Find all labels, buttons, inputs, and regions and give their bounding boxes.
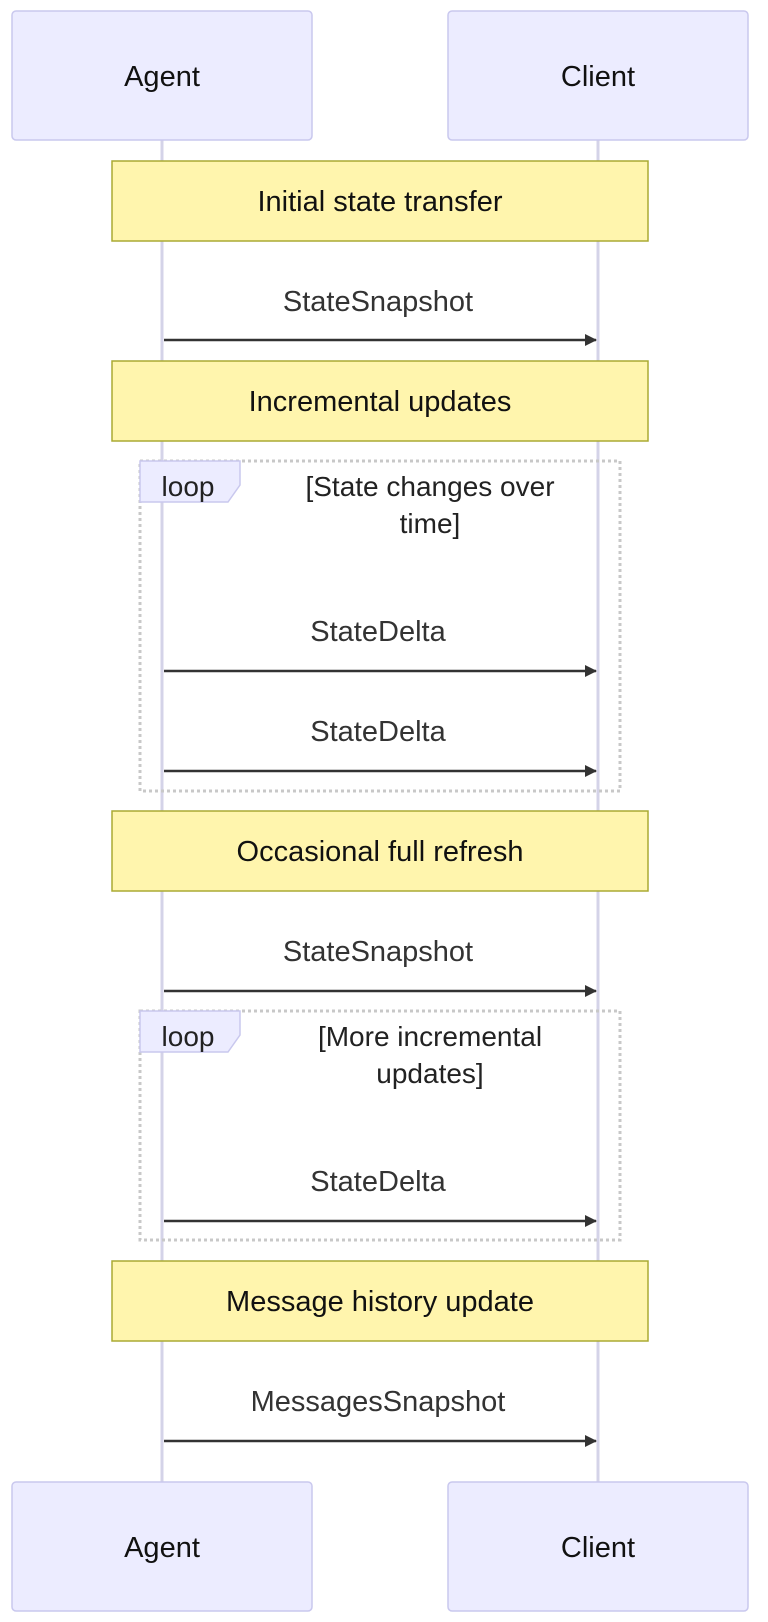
loop-state-changes-frame bbox=[138, 459, 622, 793]
loop-state-changes-condition-line1: [State changes over bbox=[305, 471, 554, 502]
client-actor-top-label: Client bbox=[561, 61, 635, 93]
loop-more-incremental-updates-condition-line1: [More incremental bbox=[318, 1021, 542, 1052]
message-state-delta-3-label: StateDelta bbox=[310, 1166, 446, 1198]
loop-more-incremental-updates-condition-line2: updates] bbox=[376, 1058, 483, 1089]
agent-actor-top[interactable]: Agent bbox=[11, 10, 313, 141]
note-message-history-update-text: Message history update bbox=[226, 1286, 534, 1318]
loop-more-incremental-updates-frame bbox=[138, 1009, 622, 1242]
loop-more-incremental-updates-label: loop bbox=[162, 1021, 215, 1052]
agent-actor-bottom-label: Agent bbox=[124, 1532, 200, 1564]
loop-more-incremental-updates-tab bbox=[139, 1010, 241, 1053]
loop-state-changes: loop [State changes over time] bbox=[138, 459, 622, 793]
message-state-delta-1: StateDelta bbox=[164, 616, 597, 677]
loop-state-changes-tab bbox=[139, 460, 241, 503]
note-initial-state-transfer: Initial state transfer bbox=[111, 160, 649, 242]
message-state-snapshot-2-label: StateSnapshot bbox=[283, 936, 473, 968]
loop-more-incremental-updates: loop [More incremental updates] bbox=[138, 1009, 622, 1242]
note-initial-state-transfer-text: Initial state transfer bbox=[258, 186, 503, 218]
message-state-delta-2: StateDelta bbox=[164, 716, 597, 777]
client-actor-bottom[interactable]: Client bbox=[447, 1481, 749, 1612]
client-actor-top[interactable]: Client bbox=[447, 10, 749, 141]
client-actor-bottom-label: Client bbox=[561, 1532, 635, 1564]
message-messages-snapshot-label: MessagesSnapshot bbox=[251, 1386, 506, 1418]
note-occasional-full-refresh-text: Occasional full refresh bbox=[237, 836, 524, 868]
message-state-delta-1-label: StateDelta bbox=[310, 616, 446, 648]
message-state-delta-3: StateDelta bbox=[164, 1166, 597, 1227]
note-occasional-full-refresh: Occasional full refresh bbox=[111, 810, 649, 892]
note-incremental-updates: Incremental updates bbox=[111, 360, 649, 442]
agent-actor-bottom[interactable]: Agent bbox=[11, 1481, 313, 1612]
agent-actor-top-label: Agent bbox=[124, 61, 200, 93]
message-state-snapshot-2: StateSnapshot bbox=[164, 936, 597, 997]
note-message-history-update: Message history update bbox=[111, 1260, 649, 1342]
loop-state-changes-label: loop bbox=[162, 471, 215, 502]
message-state-snapshot-1-label: StateSnapshot bbox=[283, 286, 473, 318]
loop-state-changes-condition-line2: time] bbox=[400, 508, 461, 539]
message-messages-snapshot: MessagesSnapshot bbox=[164, 1386, 597, 1447]
note-incremental-updates-text: Incremental updates bbox=[249, 386, 512, 418]
message-state-delta-2-label: StateDelta bbox=[310, 716, 446, 748]
message-state-snapshot-1: StateSnapshot bbox=[164, 286, 597, 346]
